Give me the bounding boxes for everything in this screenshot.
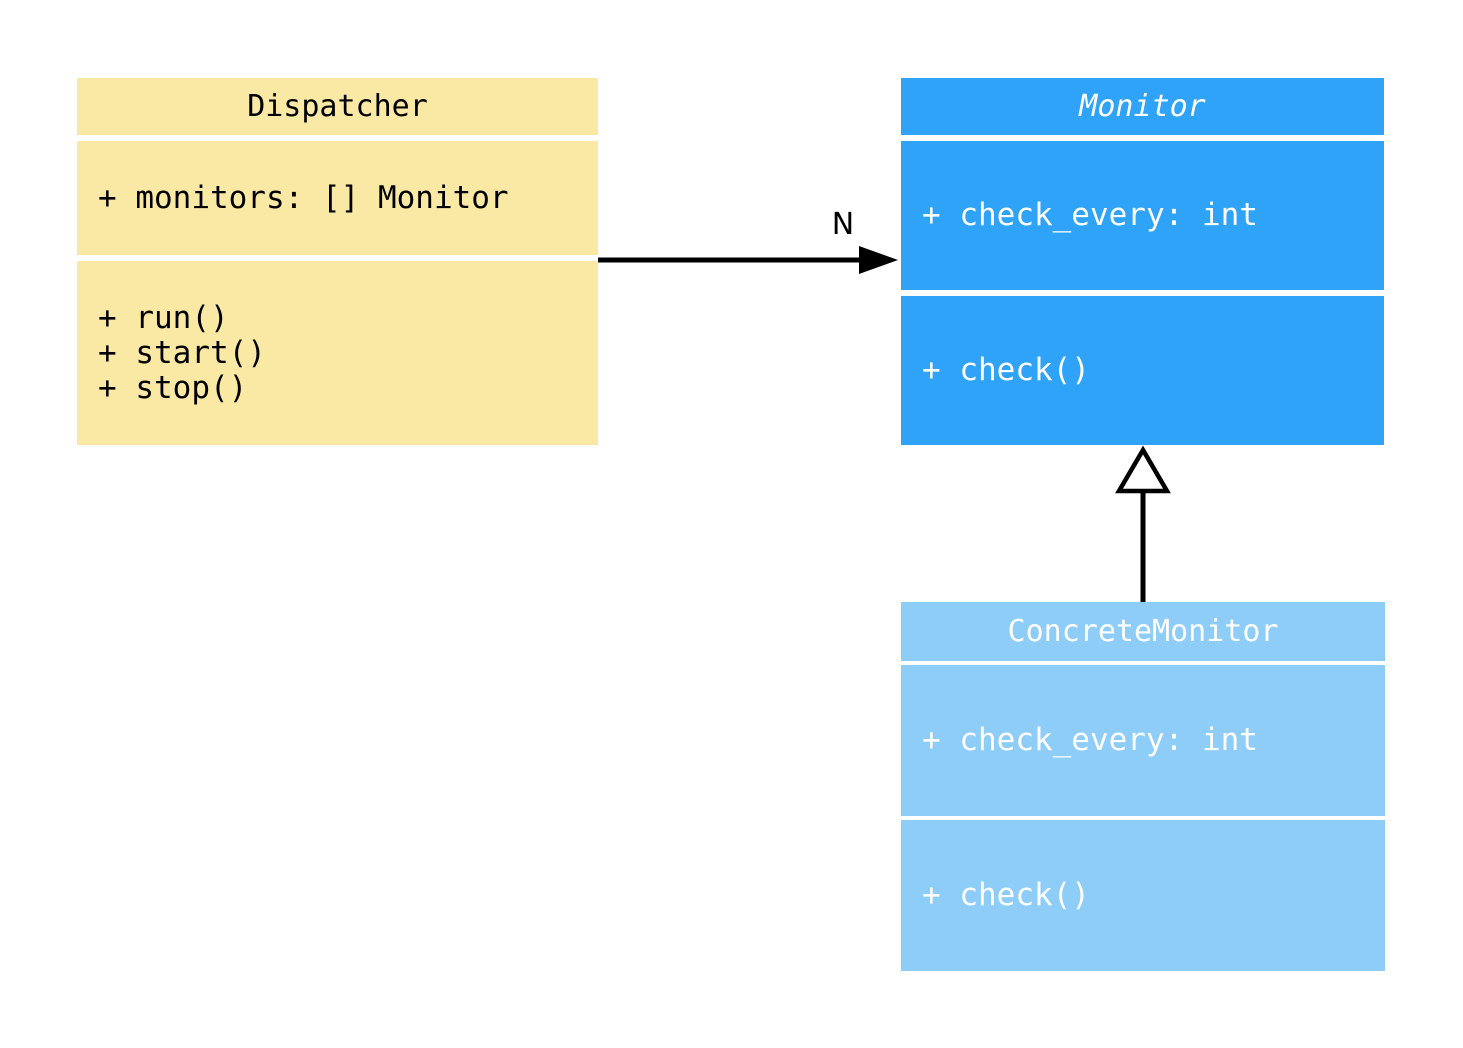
class-attributes-concrete-monitor: + check_every: int [901,665,1385,816]
attribute-line: + check_every: int [922,722,1258,758]
class-methods-dispatcher: + run() + start() + stop() [77,261,598,445]
method-line: + start() [98,334,266,371]
class-node-concrete-monitor: ConcreteMonitor + check_every: int + che… [901,602,1385,971]
class-attributes-monitor: + check_every: int [901,141,1384,290]
method-line: + check() [922,352,1090,388]
class-title-concrete-monitor: ConcreteMonitor [901,602,1385,661]
method-line: + check() [922,877,1090,913]
class-methods-concrete-monitor: + check() [901,820,1385,971]
method-line: + run() [98,299,229,336]
inheritance-arrow-concretemonitor-monitor [1115,445,1171,602]
association-arrow-dispatcher-monitor [598,246,898,274]
class-attributes-dispatcher: + monitors: [] Monitor [77,141,598,255]
class-title-dispatcher: Dispatcher [77,78,598,135]
attribute-line: + monitors: [] Monitor [98,179,509,216]
method-line: + stop() [98,369,248,406]
class-title-monitor: Monitor [901,78,1384,135]
attribute-line: + check_every: int [922,197,1258,233]
class-methods-monitor: + check() [901,296,1384,445]
association-multiplicity-label: N [831,207,855,242]
class-node-dispatcher: Dispatcher + monitors: [] Monitor + run(… [77,78,598,445]
filled-arrowhead-icon [859,246,898,274]
class-node-monitor: Monitor + check_every: int + check() [901,78,1384,445]
hollow-triangle-icon [1115,445,1171,494]
